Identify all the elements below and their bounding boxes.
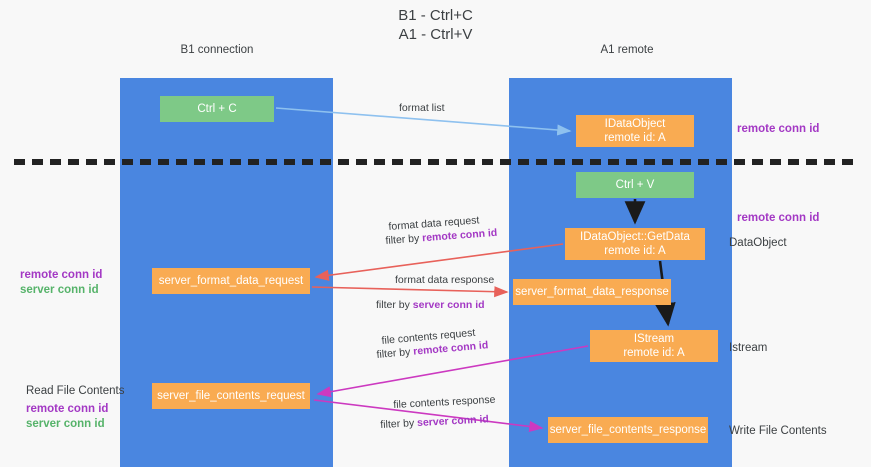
filter-value-server-conn-id: server conn id: [412, 299, 485, 311]
lane-header-a1: A1 remote: [600, 44, 654, 56]
annotation-write-file-contents: Write File Contents: [729, 425, 827, 437]
annotation-istream: Istream: [729, 342, 768, 354]
edge-label-format-list: format list: [399, 102, 445, 114]
node-server-file-contents-request[interactable]: server_file_contents_request: [152, 383, 310, 409]
filter-prefix: filter by: [376, 299, 413, 311]
annotation-server-conn-id: server conn id: [20, 284, 99, 296]
diagram-title: B1 - Ctrl+C A1 - Ctrl+V: [398, 7, 473, 43]
node-server-format-data-request[interactable]: server_format_data_request: [152, 268, 310, 294]
node-idataobject[interactable]: IDataObject remote id: A: [576, 115, 694, 147]
edge-label-file-contents-response-filter: filter by server conn id: [380, 412, 489, 432]
edge-label-file-contents-response: file contents response: [393, 393, 496, 411]
annotation-remote-conn-id: remote conn id: [26, 403, 109, 415]
filter-prefix: filter by: [385, 232, 423, 247]
filter-prefix: filter by: [380, 417, 418, 431]
annotation-remote-conn-id-top: remote conn id: [737, 123, 820, 135]
node-idataobject-getdata[interactable]: IDataObject::GetData remote id: A: [565, 228, 705, 260]
edge-label-format-data-response: format data response: [395, 274, 495, 286]
annotation-server-conn-id: server conn id: [26, 418, 105, 430]
lane-header-b1: B1 connection: [180, 44, 254, 56]
annotation-conn-ids-format: remote conn id server conn id: [20, 268, 102, 298]
node-ctrl-v[interactable]: Ctrl + V: [576, 172, 694, 198]
annotation-dataobject: DataObject: [729, 237, 787, 249]
annotation-conn-ids-file: remote conn id server conn id: [26, 402, 108, 432]
edge-label-format-data-response-filter: filter by server conn id: [376, 298, 485, 312]
node-ctrl-c[interactable]: Ctrl + C: [160, 96, 274, 122]
annotation-read-file-contents: Read File Contents: [26, 385, 125, 397]
node-server-file-contents-response[interactable]: server_file_contents_response: [548, 417, 708, 443]
annotation-remote-conn-id-mid: remote conn id: [737, 212, 820, 224]
node-istream[interactable]: IStream remote id: A: [590, 330, 718, 362]
filter-value-server-conn-id: server conn id: [416, 413, 490, 430]
annotation-remote-conn-id: remote conn id: [20, 269, 103, 281]
node-server-format-data-response[interactable]: server_format_data_response: [513, 279, 671, 305]
filter-value-remote-conn-id: remote conn id: [421, 226, 498, 245]
filter-prefix: filter by: [376, 345, 414, 361]
arrow-format-data-response: [311, 286, 509, 298]
